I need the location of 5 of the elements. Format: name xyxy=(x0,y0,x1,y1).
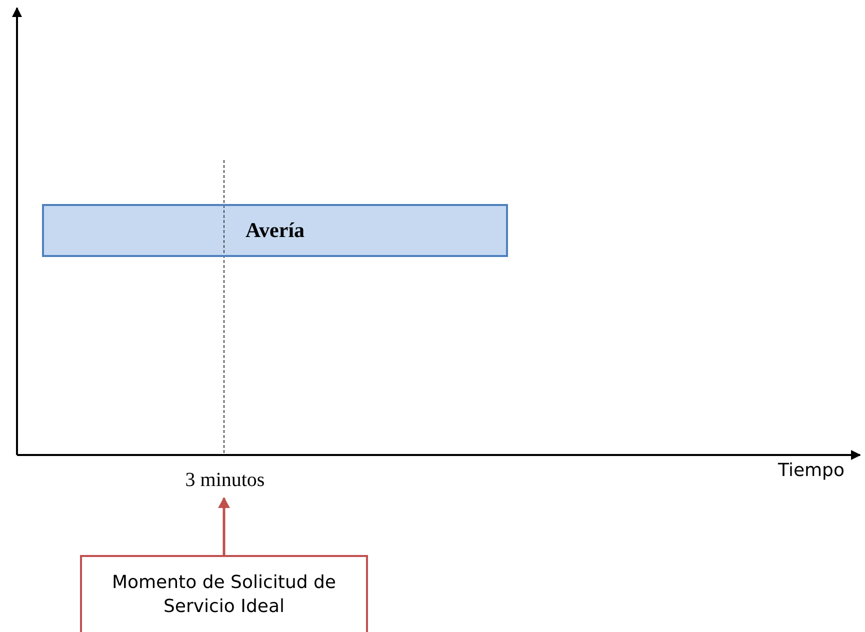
callout-box: Momento de Solicitud de Servicio Ideal xyxy=(80,555,368,632)
axis-label: Tiempo xyxy=(778,460,844,481)
time-label: 3 minutos xyxy=(160,466,290,494)
arrow xyxy=(218,497,230,555)
event-bar: Avería xyxy=(42,204,508,257)
